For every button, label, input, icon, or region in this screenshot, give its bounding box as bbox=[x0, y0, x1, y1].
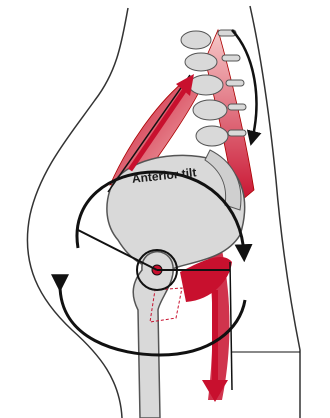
hamstring-arrowhead bbox=[202, 380, 228, 402]
femur-bone bbox=[133, 252, 173, 418]
back-outline bbox=[250, 6, 300, 418]
